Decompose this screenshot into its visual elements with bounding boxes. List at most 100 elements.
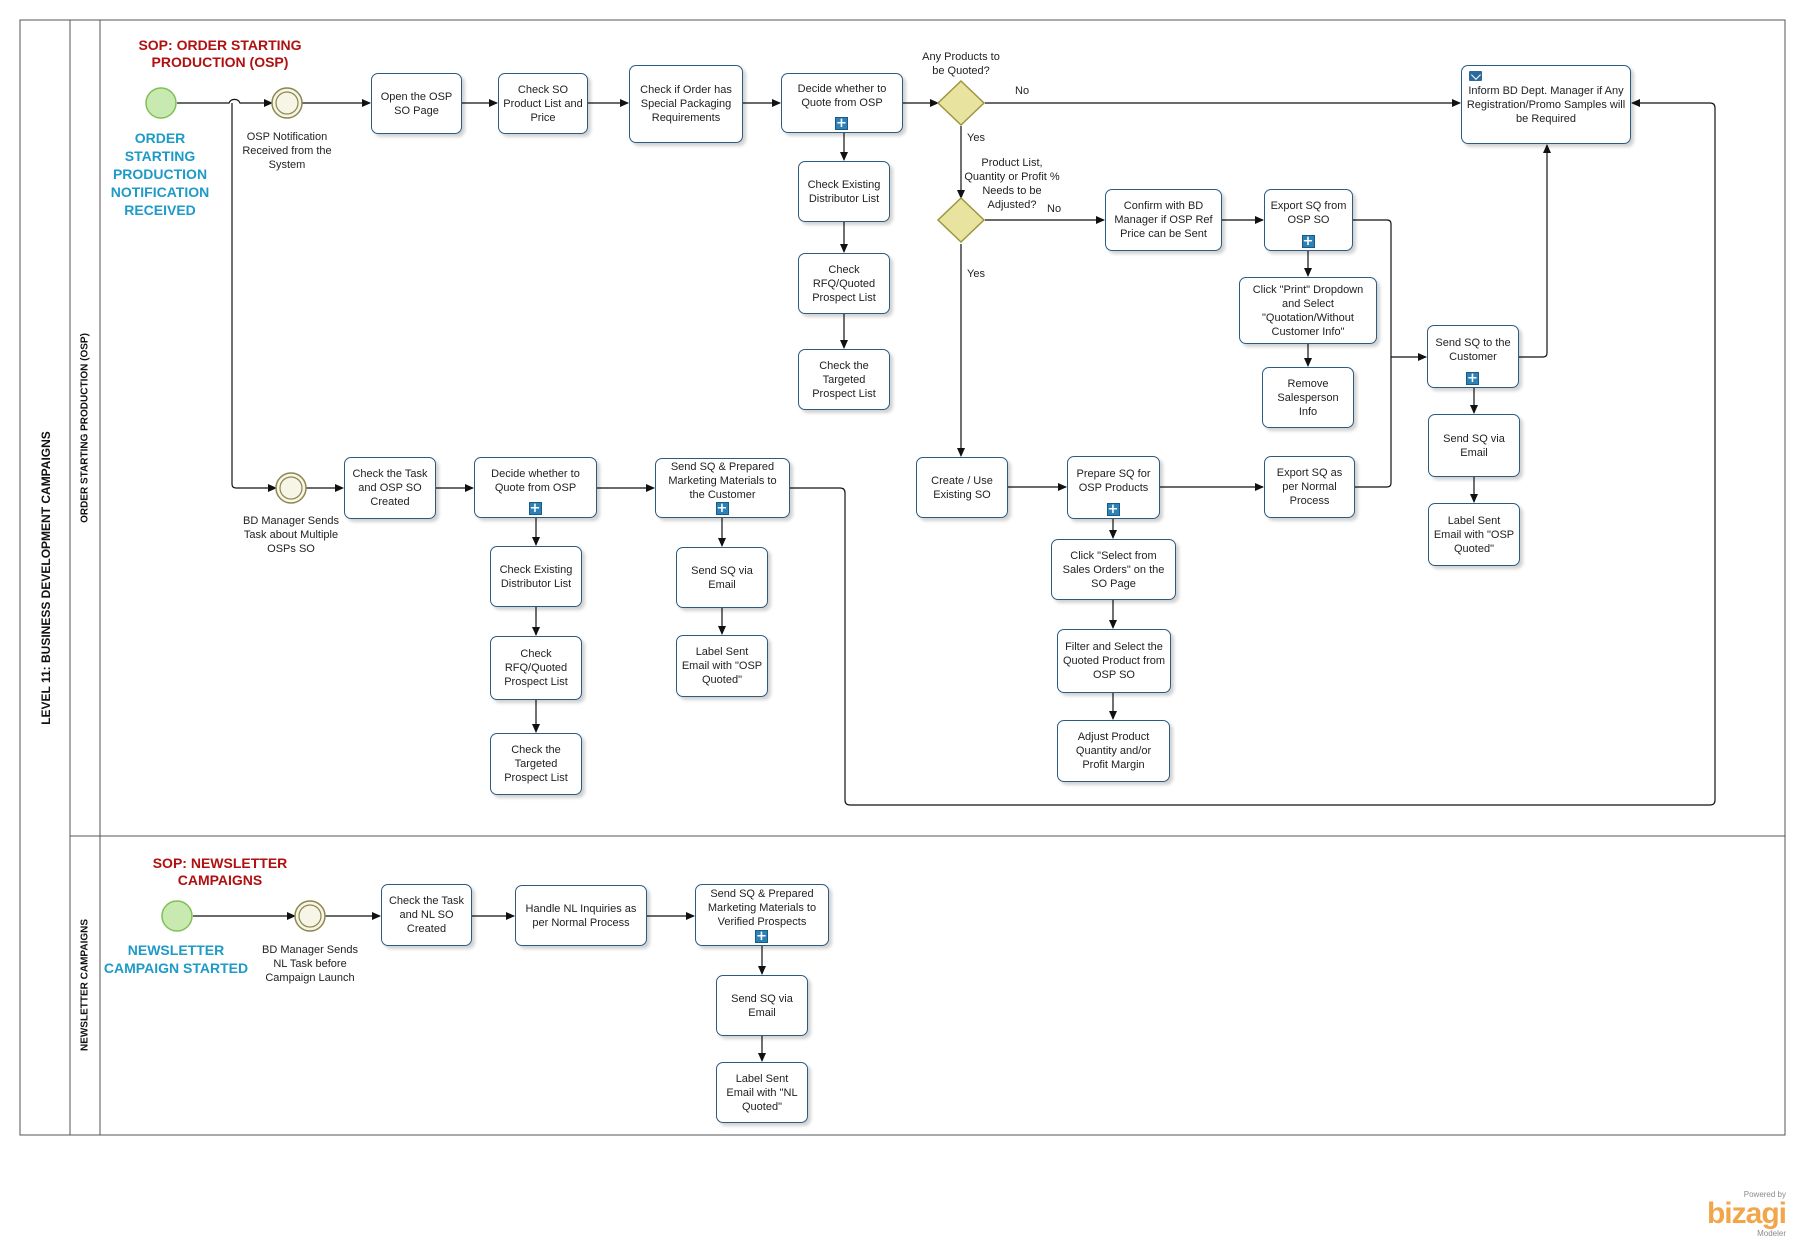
- task-label: Label Sent Email with "OSP Quoted": [681, 646, 763, 686]
- task-check-targeted-2[interactable]: Check the Targeted Prospect List: [490, 733, 582, 795]
- start-event-osp-label: ORDER STARTING PRODUCTION NOTIFICATION R…: [110, 130, 210, 218]
- intermediate-event-osp-notification-inner: [275, 91, 299, 115]
- task-label: Send SQ via Email: [691, 564, 753, 591]
- task-check-rfq-1[interactable]: Check RFQ/Quoted Prospect List: [798, 253, 890, 314]
- task-send-sq-marketing-2[interactable]: Send SQ & Prepared Marketing Materials t…: [695, 884, 829, 946]
- task-check-targeted-1[interactable]: Check the Targeted Prospect List: [798, 349, 890, 410]
- sop-title-osp: SOP: ORDER STARTING PRODUCTION (OSP): [138, 37, 302, 70]
- task-label: Check the Targeted Prospect List: [812, 359, 876, 400]
- intermediate-event-bd-nl-label: BD Manager Sends NL Task before Campaign…: [262, 944, 358, 984]
- subprocess-plus-icon[interactable]: +: [755, 929, 768, 944]
- logo-modeler: Modeler: [1757, 1229, 1786, 1238]
- flow-start-to-bdmulti: [231, 103, 277, 492]
- task-label: Remove Salesperson Info: [1277, 377, 1339, 418]
- task-send-sq-customer[interactable]: Send SQ to the Customer +: [1427, 325, 1519, 388]
- gateway-product-list-label: Product List, Quantity or Profit % Needs…: [964, 157, 1060, 211]
- task-label: Export SQ as per Normal Process: [1276, 467, 1343, 507]
- sop-title-nl: SOP: NEWSLETTER CAMPAIGNS: [152, 855, 288, 888]
- envelope-icon: [1469, 71, 1482, 81]
- subprocess-plus-icon[interactable]: +: [528, 501, 542, 516]
- start-event-nl-label: NEWSLETTER CAMPAIGN STARTED: [103, 942, 249, 976]
- task-decide-quote-2[interactable]: Decide whether to Quote from OSP+: [474, 457, 597, 518]
- task-export-sq-osp[interactable]: Export SQ from OSP SO +: [1264, 189, 1353, 251]
- task-label: Send SQ via Email: [1443, 432, 1505, 459]
- gateway-product-list: [936, 196, 986, 244]
- subprocess-plus-icon[interactable]: +: [1466, 371, 1479, 386]
- task-send-sq-email-2[interactable]: Send SQ via Email: [676, 547, 768, 608]
- task-check-task-osp[interactable]: Check the Task and OSP SO Created: [344, 457, 436, 519]
- task-inform-bd[interactable]: Inform BD Dept. Manager if Any Registrat…: [1461, 65, 1631, 144]
- task-label: Send SQ to the Customer: [1435, 336, 1511, 363]
- task-label: Inform BD Dept. Manager if Any Registrat…: [1466, 84, 1626, 125]
- task-label: Confirm with BD Manager if OSP Ref Price…: [1114, 200, 1213, 240]
- task-filter-select[interactable]: Filter and Select the Quoted Product fro…: [1057, 629, 1171, 693]
- task-label-sent-2[interactable]: Label Sent Email with "OSP Quoted": [676, 635, 768, 697]
- task-send-sq-email-1[interactable]: Send SQ via Email: [1428, 414, 1520, 477]
- task-label: Adjust Product Quantity and/or Profit Ma…: [1075, 731, 1152, 771]
- task-label: Check SO Product List and Price: [503, 83, 583, 124]
- task-label: Check the Targeted Prospect List: [504, 744, 568, 784]
- flow-exportnormal-to-sendcustomer: [1355, 357, 1392, 488]
- task-confirm-bd[interactable]: Confirm with BD Manager if OSP Ref Price…: [1105, 189, 1222, 251]
- task-remove-salesperson[interactable]: Remove Salesperson Info: [1262, 367, 1354, 428]
- task-click-print[interactable]: Click "Print" Dropdown and Select "Quota…: [1239, 277, 1377, 344]
- task-check-distributor-1[interactable]: Check Existing Distributor List: [798, 161, 890, 222]
- task-label: Click "Print" Dropdown and Select "Quota…: [1252, 283, 1364, 338]
- task-send-sq-marketing-1[interactable]: Send SQ & Prepared Marketing Materials t…: [655, 458, 790, 518]
- subprocess-plus-icon[interactable]: +: [715, 501, 729, 516]
- task-label: Check the Task and OSP SO Created: [352, 468, 428, 508]
- task-decide-quote-1[interactable]: Decide whether to Quote from OSP +: [781, 73, 903, 133]
- task-label-sent-1[interactable]: Label Sent Email with "OSP Quoted": [1428, 503, 1520, 566]
- task-label: Create / Use Existing SO: [931, 474, 993, 501]
- task-check-packaging[interactable]: Check if Order has Special Packaging Req…: [629, 65, 743, 143]
- task-check-task-nl[interactable]: Check the Task and NL SO Created: [381, 884, 472, 946]
- task-handle-nl[interactable]: Handle NL Inquiries as per Normal Proces…: [515, 885, 647, 946]
- edge-label-no-1: No: [1015, 85, 1030, 97]
- task-label: Check Existing Distributor List: [807, 178, 881, 205]
- task-label: Filter and Select the Quoted Product fro…: [1062, 641, 1166, 681]
- intermediate-event-bd-multi-label: BD Manager Sends Task about Multiple OSP…: [243, 515, 339, 555]
- task-label: Export SQ from OSP SO: [1270, 200, 1347, 226]
- intermediate-event-osp-notification-label: OSP Notification Received from the Syste…: [242, 131, 332, 171]
- task-label: Send SQ & Prepared Marketing Materials t…: [707, 888, 817, 928]
- task-label-sent-3[interactable]: Label Sent Email with "NL Quoted": [716, 1062, 808, 1123]
- lane-title-osp: ORDER STARTING PRODUCTION (OSP): [79, 333, 91, 523]
- bizagi-logo: Powered by bizagi Modeler: [1706, 1190, 1787, 1238]
- flow-start-to-notification: [177, 98, 273, 107]
- flow-sendmarketing-to-inform: [790, 99, 1716, 806]
- pool-title: LEVEL 11: BUSINESS DEVELOPMENT CAMPAIGNS: [39, 431, 53, 725]
- task-label: Prepare SQ for OSP Products: [1076, 467, 1151, 494]
- subprocess-plus-icon[interactable]: +: [835, 116, 848, 131]
- start-event-osp: [145, 87, 177, 119]
- flow-export-to-sendcustomer: [1353, 219, 1427, 361]
- task-export-sq-normal[interactable]: Export SQ as per Normal Process: [1264, 456, 1355, 518]
- task-label: Click "Select from Sales Orders" on the …: [1062, 549, 1165, 590]
- gateway-any-products: [936, 79, 986, 127]
- subprocess-plus-icon[interactable]: +: [1301, 234, 1315, 249]
- subprocess-plus-icon[interactable]: +: [1106, 502, 1120, 517]
- flow-sendcustomer-to-inform: [1519, 144, 1551, 358]
- task-label: Send SQ via Email: [731, 992, 793, 1019]
- task-label: Send SQ & Prepared Marketing Materials t…: [668, 461, 777, 501]
- task-label: Open the OSP SO Page: [380, 90, 453, 117]
- task-prepare-sq[interactable]: Prepare SQ for OSP Products +: [1067, 456, 1160, 519]
- edge-label-no-2: No: [1047, 203, 1062, 215]
- task-click-select[interactable]: Click "Select from Sales Orders" on the …: [1051, 539, 1176, 600]
- task-adjust-product[interactable]: Adjust Product Quantity and/or Profit Ma…: [1057, 720, 1170, 782]
- task-check-rfq-2[interactable]: Check RFQ/Quoted Prospect List: [490, 636, 582, 700]
- intermediate-event-bd-nl-inner: [298, 904, 322, 928]
- task-label: Handle NL Inquiries as per Normal Proces…: [525, 902, 637, 929]
- task-label: Check Existing Distributor List: [499, 563, 573, 590]
- task-open-osp[interactable]: Open the OSP SO Page: [371, 73, 462, 134]
- edge-label-yes-2: Yes: [967, 268, 985, 280]
- edge-label-yes-1: Yes: [967, 132, 985, 144]
- logo-name: bizagi: [1706, 1197, 1787, 1230]
- task-check-distributor-2[interactable]: Check Existing Distributor List: [490, 546, 582, 607]
- task-label: Label Sent Email with "OSP Quoted": [1433, 514, 1515, 555]
- task-create-use-so[interactable]: Create / Use Existing SO: [916, 457, 1008, 518]
- task-check-so-product[interactable]: Check SO Product List and Price: [498, 73, 588, 134]
- task-label: Label Sent Email with "NL Quoted": [726, 1072, 798, 1113]
- task-label: Check RFQ/Quoted Prospect List: [504, 648, 568, 688]
- task-send-sq-email-3[interactable]: Send SQ via Email: [716, 975, 808, 1036]
- task-label: Decide whether to Quote from OSP: [797, 83, 887, 109]
